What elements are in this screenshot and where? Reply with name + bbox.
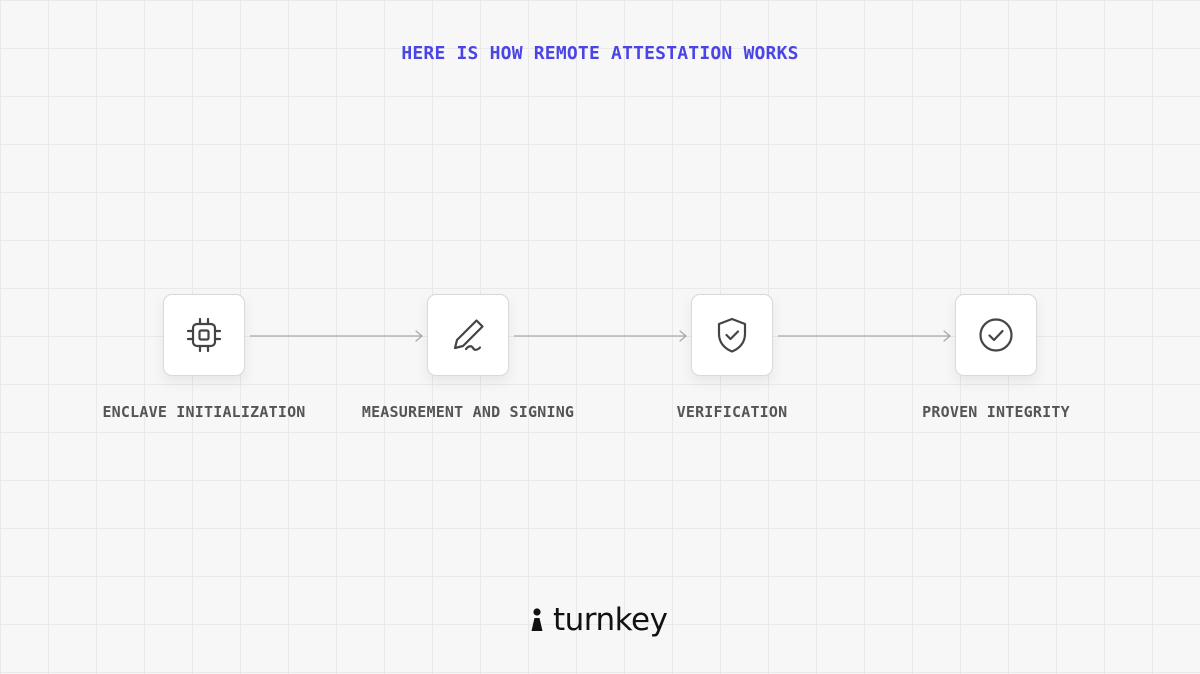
brand-logo: turnkey	[529, 600, 668, 640]
check-circle-icon	[979, 318, 1013, 352]
step-label-verification: VERIFICATION	[676, 403, 788, 421]
keyhole-logo-icon	[531, 608, 543, 631]
arrow-connector-icon	[250, 330, 423, 342]
step-enclave-initialization	[163, 294, 245, 376]
step-label-measurement-and-signing: MEASUREMENT AND SIGNING	[361, 403, 575, 421]
pen-signature-icon	[453, 319, 484, 351]
step-label-proven-integrity: PROVEN INTEGRITY	[922, 403, 1070, 421]
page-title: HERE IS HOW REMOTE ATTESTATION WORKS	[401, 43, 799, 64]
step-measurement-and-signing	[427, 294, 509, 376]
brand-name: turnkey	[553, 602, 668, 638]
step-verification	[691, 294, 773, 376]
chip-icon	[186, 317, 222, 353]
arrow-connector-icon	[778, 330, 951, 342]
arrow-connector-icon	[514, 330, 687, 342]
step-label-enclave-initialization: ENCLAVE INITIALIZATION	[102, 403, 306, 421]
step-proven-integrity	[955, 294, 1037, 376]
shield-check-icon	[717, 317, 747, 353]
